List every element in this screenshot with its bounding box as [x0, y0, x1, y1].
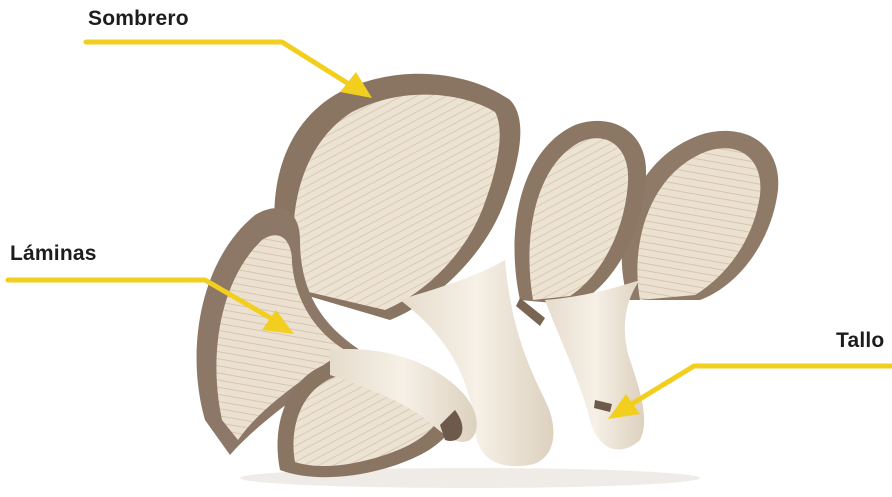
- cap-right: [622, 131, 779, 300]
- pointer-sombrero: [86, 42, 372, 98]
- mushroom-illustration: [197, 74, 779, 488]
- label-tallo: Tallo: [836, 329, 884, 353]
- label-sombrero: Sombrero: [88, 7, 189, 31]
- pointer-tallo: [608, 366, 891, 419]
- label-laminas: Láminas: [10, 242, 97, 266]
